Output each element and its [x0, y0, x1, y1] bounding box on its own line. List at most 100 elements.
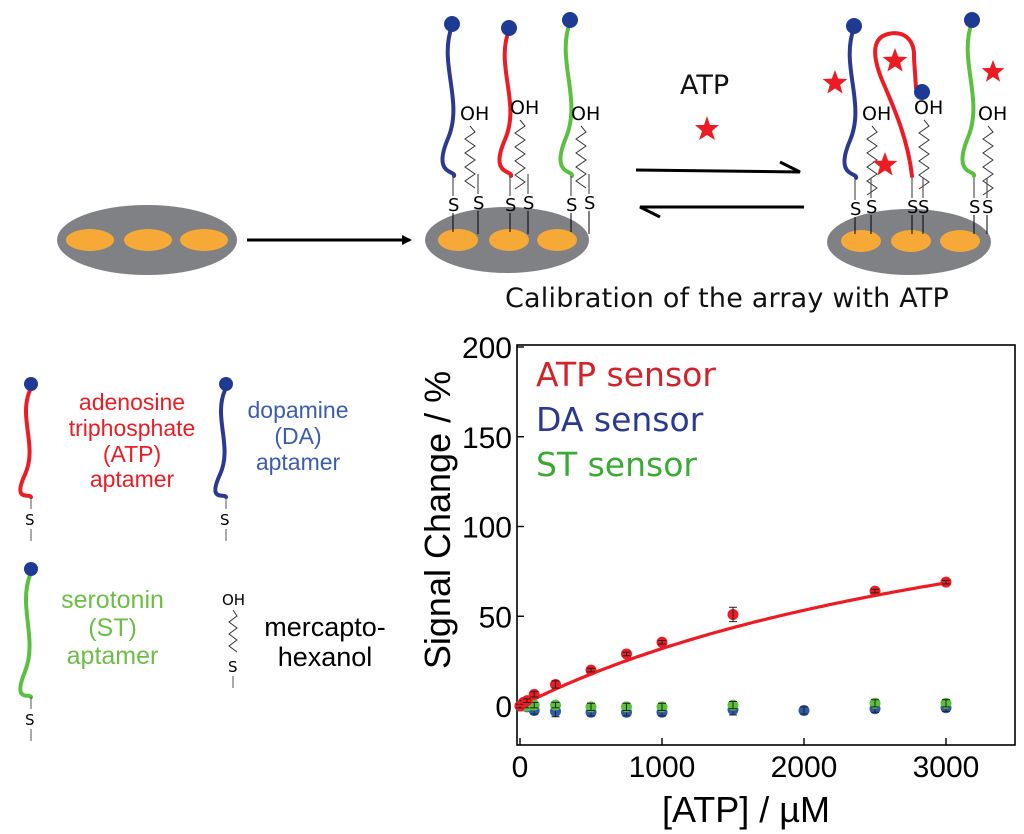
redox-tag-icon	[501, 20, 517, 36]
y-tick-label: 150	[462, 422, 512, 455]
s-atom-label: S	[523, 193, 534, 214]
x-axis-label: [ATP] / µM	[662, 789, 830, 830]
aptamer-strand	[497, 28, 513, 178]
y-tick-label: 100	[462, 512, 512, 545]
gold-spot	[537, 229, 577, 251]
s-atom-label: S	[982, 197, 993, 218]
alkyl-chain	[514, 119, 526, 190]
aptamer-strand	[842, 26, 858, 180]
redox-tag-icon	[964, 12, 980, 28]
st-aptamer-line: (ST)	[88, 614, 137, 642]
redox-tag-icon	[562, 12, 578, 28]
atp-fit-curve	[519, 581, 947, 708]
s-atom-label: S	[850, 199, 861, 220]
y-tick-label: 50	[479, 601, 512, 634]
s-atom-label: S	[866, 197, 877, 218]
gold-spot	[489, 229, 529, 251]
y-axis-label: Signal Change / %	[417, 371, 458, 669]
folded-aptamer-strand	[873, 31, 918, 178]
oh-group-label: OH	[460, 103, 489, 125]
redox-tag-icon	[914, 84, 930, 100]
s-atom-label: S	[566, 195, 577, 216]
forward-arrow	[635, 160, 801, 174]
legend-entry-st-sensor: ST sensor	[536, 445, 697, 484]
y-tick-label: 200	[462, 332, 512, 365]
gold-spot	[180, 229, 228, 251]
aptamer-strand	[960, 20, 976, 178]
s-atom-label: S	[969, 197, 980, 218]
oh-group-label: OH	[571, 103, 600, 125]
s-atom-label: S	[448, 195, 459, 216]
gold-spot	[438, 229, 478, 251]
atp-aptamer-line: aptamer	[89, 466, 175, 493]
analyte-label: ATP	[680, 70, 730, 101]
functionalized-array	[425, 207, 589, 273]
key-mch-oh-label: OH	[222, 591, 245, 609]
plot-frame	[516, 344, 1016, 746]
s-atom-label: S	[584, 193, 595, 214]
alkyl-chain	[866, 125, 878, 196]
key-aptamer-strand	[18, 388, 33, 499]
key-s-label: S	[220, 511, 230, 529]
y-tick-label: 0	[495, 691, 512, 724]
gold-spot	[841, 230, 881, 252]
bare-electrode-array	[57, 205, 237, 275]
redox-tag-icon	[444, 16, 460, 32]
da-aptamer-label: dopamine (DA) aptamer	[228, 397, 368, 475]
key-s-label: S	[25, 711, 35, 729]
key-redox-tag-icon	[219, 377, 233, 391]
aptamer-strand	[440, 24, 456, 178]
atp-molecule-star-icon	[872, 152, 898, 176]
key-aptamer-strand	[18, 573, 33, 699]
redox-tag-icon	[846, 18, 862, 34]
aptamer-strand	[558, 20, 574, 178]
analyte-star-icon	[695, 116, 719, 140]
mch-line: hexanol	[277, 642, 373, 673]
atp-aptamer-line: triphosphate	[68, 414, 196, 441]
x-tick-label: 1000	[629, 751, 696, 784]
equilibrium-arrows	[635, 116, 804, 219]
gold-spot	[124, 229, 172, 251]
gold-spot	[891, 230, 931, 252]
oh-group-label: OH	[862, 103, 891, 125]
key-s-label: S	[228, 658, 238, 676]
x-tick-label: 2000	[771, 751, 838, 784]
x-tick-label: 3000	[913, 751, 980, 784]
alkyl-chain	[575, 125, 587, 189]
s-atom-label: S	[473, 193, 484, 214]
mch-line: mercapto-	[264, 612, 386, 642]
gold-spot	[66, 229, 114, 251]
s-atom-label: S	[505, 195, 516, 216]
oh-group-label: OH	[914, 97, 943, 119]
da-aptamer-line: (DA)	[274, 422, 322, 449]
reverse-arrow	[639, 205, 804, 219]
st-aptamer-line: aptamer	[66, 642, 159, 670]
oh-group-label: OH	[978, 103, 1007, 125]
analyte-bound-array	[827, 209, 991, 275]
st-aptamer-label: serotonin (ST) aptamer	[40, 586, 185, 670]
alkyl-chain	[918, 119, 930, 190]
key-redox-tag-icon	[24, 562, 38, 576]
gold-spot	[940, 230, 980, 252]
da-aptamer-line: dopamine	[247, 397, 349, 423]
atp-aptamer-line: adenosine	[78, 389, 186, 415]
scheme-caption: Calibration of the array with ATP	[505, 283, 949, 314]
alkyl-chain	[982, 125, 994, 196]
x-tick-label: 0	[512, 751, 529, 784]
key-s-label: S	[25, 511, 35, 529]
atp-aptamer-line: (ATP)	[102, 440, 162, 467]
key-redox-tag-icon	[24, 377, 38, 391]
da-aptamer-line: aptamer	[255, 448, 341, 475]
atp-molecule-star-icon	[981, 60, 1005, 82]
legend-entry-da-sensor: DA sensor	[536, 400, 704, 439]
atp-aptamer-label: adenosine triphosphate (ATP) aptamer	[42, 389, 222, 493]
s-atom-label: S	[918, 197, 929, 218]
atp-molecule-star-icon	[822, 70, 848, 94]
alkyl-chain	[464, 125, 476, 189]
oh-group-label: OH	[510, 97, 539, 119]
key-alkyl-chain	[228, 609, 238, 653]
atp-molecule-star-icon	[882, 48, 908, 72]
st-aptamer-line: serotonin	[61, 586, 164, 614]
key-aptamer-strand	[213, 388, 228, 499]
